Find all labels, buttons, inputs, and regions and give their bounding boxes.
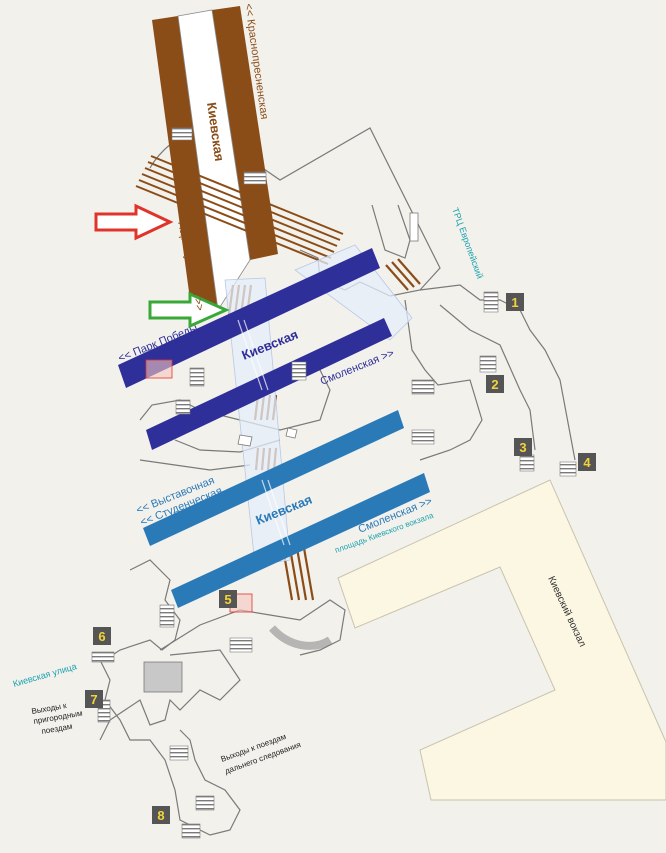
exit-badge-2[interactable]: 2 [486, 375, 504, 393]
green-arrow-icon [148, 291, 230, 329]
passage-overlay [224, 244, 413, 566]
dark-blue-line [118, 248, 392, 450]
kievsky-vokzal-building [337, 479, 666, 801]
exit-number: 5 [224, 592, 231, 607]
label-trc: ТРЦ Европейский [450, 206, 485, 280]
exit-number: 3 [519, 440, 526, 455]
exit-badge-8[interactable]: 8 [152, 806, 170, 824]
red-arrow-icon [94, 203, 174, 241]
exit-number: 7 [90, 692, 97, 707]
exit-badge-3[interactable]: 3 [514, 438, 532, 456]
concourse-blocks [143, 212, 419, 693]
exit-number: 6 [98, 629, 105, 644]
exit-badge-5[interactable]: 5 [219, 590, 237, 608]
exit-number: 8 [157, 808, 164, 823]
exit-number: 2 [491, 377, 498, 392]
transfer-stripes [237, 319, 291, 546]
exit-badge-7[interactable]: 7 [85, 690, 103, 708]
label-kievskaya-street: Киевская улица [12, 661, 78, 689]
exit-number: 4 [583, 455, 591, 470]
exit-badge-1[interactable]: 1 [506, 293, 524, 311]
brown-line [152, 6, 278, 314]
stairs-icon [91, 127, 577, 839]
exit-badge-6[interactable]: 6 [93, 627, 111, 645]
light-blue-line [143, 410, 430, 608]
exit-number: 1 [511, 295, 518, 310]
exit-badge-4[interactable]: 4 [578, 453, 596, 471]
escalator-bundle-diagonal [135, 155, 344, 265]
